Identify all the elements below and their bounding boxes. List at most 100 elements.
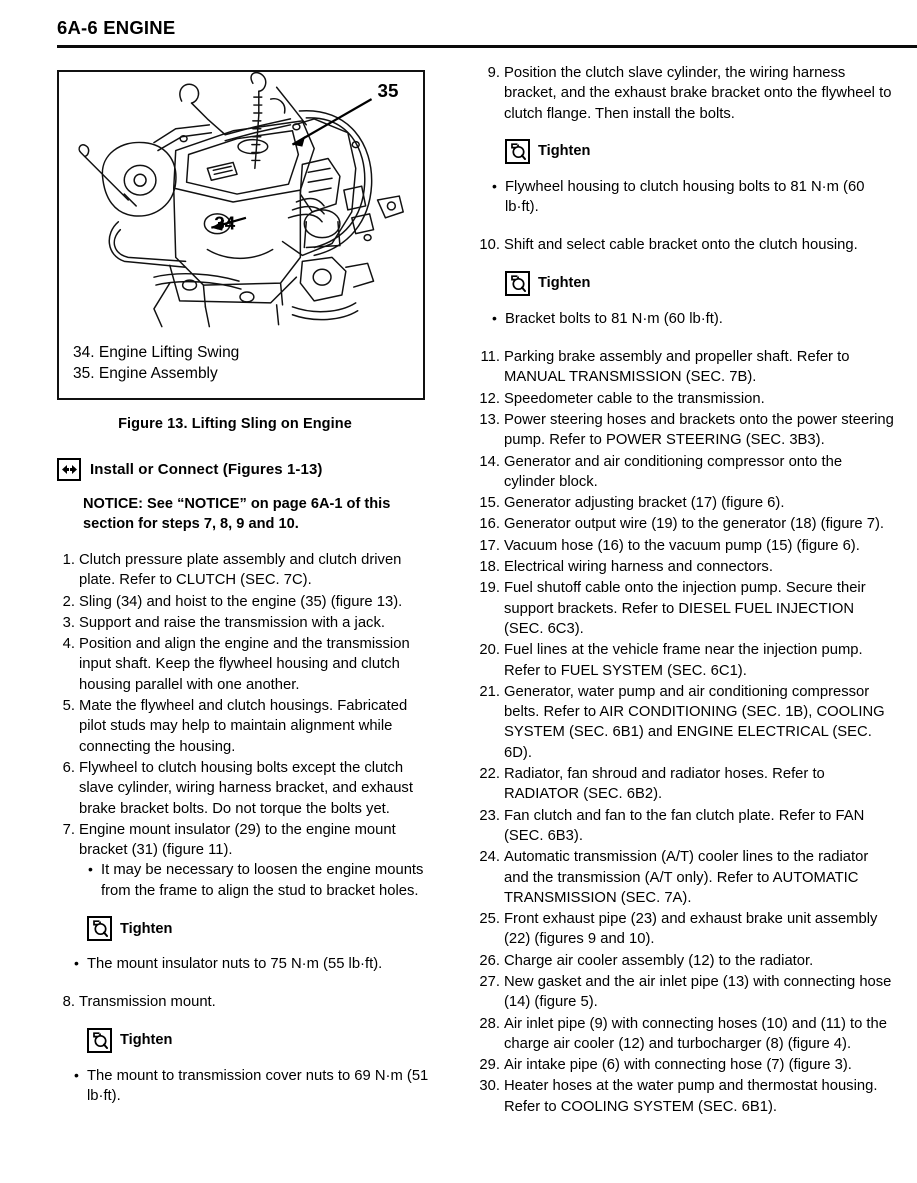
step-number: 21. bbox=[479, 683, 500, 700]
step-item: 10. Shift and select cable bracket onto … bbox=[475, 235, 895, 255]
step-item: 3. Support and raise the transmission wi… bbox=[57, 613, 437, 633]
step-number: 5. bbox=[62, 698, 75, 715]
step-text: New gasket and the air inlet pipe (13) w… bbox=[504, 973, 892, 1011]
header-rule bbox=[57, 45, 917, 48]
engine-line-drawing: 35 34 bbox=[59, 72, 423, 330]
step-item: 21. Generator, water pump and air condit… bbox=[475, 682, 895, 763]
step-number: 26. bbox=[479, 952, 500, 969]
step-text: Clutch pressure plate assembly and clutc… bbox=[79, 552, 402, 589]
torque-wrench-icon bbox=[87, 1027, 112, 1053]
step-item: 24. Automatic transmission (A/T) cooler … bbox=[475, 847, 895, 908]
left-steps-list: 1. Clutch pressure plate assembly and cl… bbox=[57, 550, 437, 860]
step-number: 3. bbox=[62, 614, 75, 631]
step-item: 12. Speedometer cable to the transmissio… bbox=[475, 389, 895, 409]
install-or-connect-heading: Install or Connect (Figures 1-13) bbox=[57, 458, 437, 481]
step-item: 8. Transmission mount. bbox=[57, 992, 437, 1012]
torque-wrench-icon bbox=[505, 138, 530, 164]
left-column: 35 34 34. Engine Lifting Swing 35. Engin… bbox=[57, 62, 437, 1106]
step-item: 11. Parking brake assembly and propeller… bbox=[475, 347, 895, 388]
step-text: Charge air cooler assembly (12) to the r… bbox=[504, 952, 814, 969]
step-text: Flywheel to clutch housing bolts except … bbox=[79, 759, 413, 817]
step-item: 23. Fan clutch and fan to the fan clutch… bbox=[475, 806, 895, 847]
install-connect-icon bbox=[57, 458, 81, 481]
figure-legend: 34. Engine Lifting Swing 35. Engine Asse… bbox=[73, 342, 413, 384]
tighten-label: Tighten bbox=[538, 275, 591, 292]
step-text: Mate the flywheel and clutch housings. F… bbox=[79, 698, 408, 755]
step-text: Electrical wiring harness and connectors… bbox=[504, 559, 773, 576]
tighten-block: Tighten bbox=[505, 138, 895, 164]
step-number: 24. bbox=[479, 849, 500, 866]
figure-callout-34: 34 bbox=[214, 213, 235, 234]
right-column: 9. Position the clutch slave cylinder, t… bbox=[475, 62, 895, 1117]
step-text: Heater hoses at the water pump and therm… bbox=[504, 1078, 878, 1115]
step-text: Support and raise the transmission with … bbox=[79, 614, 385, 631]
step-text: Air inlet pipe (9) with connecting hoses… bbox=[504, 1015, 888, 1052]
figure-caption: Figure 13. Lifting Sling on Engine bbox=[118, 416, 352, 432]
torque-wrench-icon bbox=[505, 270, 530, 296]
tighten-label: Tighten bbox=[120, 1032, 173, 1049]
step-7-bullet: It may be necessary to loosen the engine… bbox=[87, 859, 437, 901]
step-text: Generator and air conditioning compresso… bbox=[504, 453, 843, 490]
step-text: Radiator, fan shroud and radiator hoses.… bbox=[504, 766, 825, 803]
tighten-label: Tighten bbox=[120, 920, 173, 937]
step-item: 1. Clutch pressure plate assembly and cl… bbox=[57, 550, 437, 591]
step-item: 27. New gasket and the air inlet pipe (1… bbox=[475, 972, 895, 1013]
page-title: 6A-6 ENGINE bbox=[57, 17, 176, 38]
step-text: Fuel lines at the vehicle frame near the… bbox=[504, 642, 863, 679]
step-number: 19. bbox=[479, 580, 500, 597]
right-steps-list-1: 9. Position the clutch slave cylinder, t… bbox=[475, 63, 895, 124]
page-header: 6A-6 ENGINE bbox=[57, 17, 917, 39]
step-text: Transmission mount. bbox=[79, 994, 216, 1011]
step-number: 18. bbox=[479, 559, 500, 576]
step-item: 17. Vacuum hose (16) to the vacuum pump … bbox=[475, 536, 895, 556]
tighten-spec: The mount to transmission cover nuts to … bbox=[73, 1065, 437, 1107]
step-text: Shift and select cable bracket onto the … bbox=[504, 237, 858, 254]
step-item: 6. Flywheel to clutch housing bolts exce… bbox=[57, 758, 437, 819]
step-item: 13. Power steering hoses and brackets on… bbox=[475, 410, 895, 451]
step-number: 28. bbox=[479, 1015, 500, 1032]
step-number: 2. bbox=[62, 593, 75, 610]
step-number: 23. bbox=[479, 807, 500, 824]
step-item: 26. Charge air cooler assembly (12) to t… bbox=[475, 951, 895, 971]
step-number: 12. bbox=[479, 390, 500, 407]
figure-13-box: 35 34 34. Engine Lifting Swing 35. Engin… bbox=[57, 70, 425, 400]
step-number: 25. bbox=[479, 911, 500, 928]
step-item: 28. Air inlet pipe (9) with connecting h… bbox=[475, 1014, 895, 1055]
step-item: 18. Electrical wiring harness and connec… bbox=[475, 557, 895, 577]
step-item: 30. Heater hoses at the water pump and t… bbox=[475, 1076, 895, 1117]
tighten-spec: The mount insulator nuts to 75 N·m (55 l… bbox=[73, 953, 437, 974]
step-text: Speedometer cable to the transmission. bbox=[504, 390, 765, 407]
tighten-spec: Flywheel housing to clutch housing bolts… bbox=[491, 176, 895, 218]
step-number: 20. bbox=[479, 642, 500, 659]
notice-text: NOTICE: See “NOTICE” on page 6A-1 of thi… bbox=[83, 496, 391, 532]
figure-legend-item: 35. Engine Assembly bbox=[73, 365, 218, 382]
step-number: 6. bbox=[62, 759, 75, 776]
step-text: Fan clutch and fan to the fan clutch pla… bbox=[504, 807, 865, 844]
step-text: Power steering hoses and brackets onto t… bbox=[504, 411, 894, 449]
tighten-spec: Bracket bolts to 81 N·m (60 lb·ft). bbox=[491, 308, 895, 329]
step-number: 14. bbox=[479, 453, 500, 470]
step-text: Sling (34) and hoist to the engine (35) … bbox=[79, 593, 403, 610]
step-text: Automatic transmission (A/T) cooler line… bbox=[504, 849, 869, 906]
figure-legend-item: 34. Engine Lifting Swing bbox=[73, 344, 240, 361]
step-text: Generator output wire (19) to the genera… bbox=[504, 516, 884, 533]
step-number: 13. bbox=[479, 411, 500, 428]
step-item: 16. Generator output wire (19) to the ge… bbox=[475, 514, 895, 534]
tighten-block: Tighten bbox=[87, 916, 437, 942]
step-item: 20. Fuel lines at the vehicle frame near… bbox=[475, 640, 895, 681]
step-number: 29. bbox=[479, 1057, 500, 1074]
step-number: 8. bbox=[62, 994, 75, 1011]
step-number: 16. bbox=[479, 516, 500, 533]
step-number: 22. bbox=[479, 766, 500, 783]
tighten-block: Tighten bbox=[87, 1027, 437, 1053]
right-steps-list-2: 10. Shift and select cable bracket onto … bbox=[475, 235, 895, 255]
step-number: 15. bbox=[479, 495, 500, 512]
step-text: Generator, water pump and air conditioni… bbox=[504, 683, 885, 761]
step-item: 5. Mate the flywheel and clutch housings… bbox=[57, 696, 437, 757]
step-number: 1. bbox=[62, 552, 75, 568]
step-text: Engine mount insulator (29) to the engin… bbox=[79, 821, 396, 859]
step-item: 7. Engine mount insulator (29) to the en… bbox=[57, 820, 437, 861]
step-text: Position and align the engine and the tr… bbox=[79, 636, 410, 693]
step-text: Air intake pipe (6) with connecting hose… bbox=[504, 1057, 852, 1074]
